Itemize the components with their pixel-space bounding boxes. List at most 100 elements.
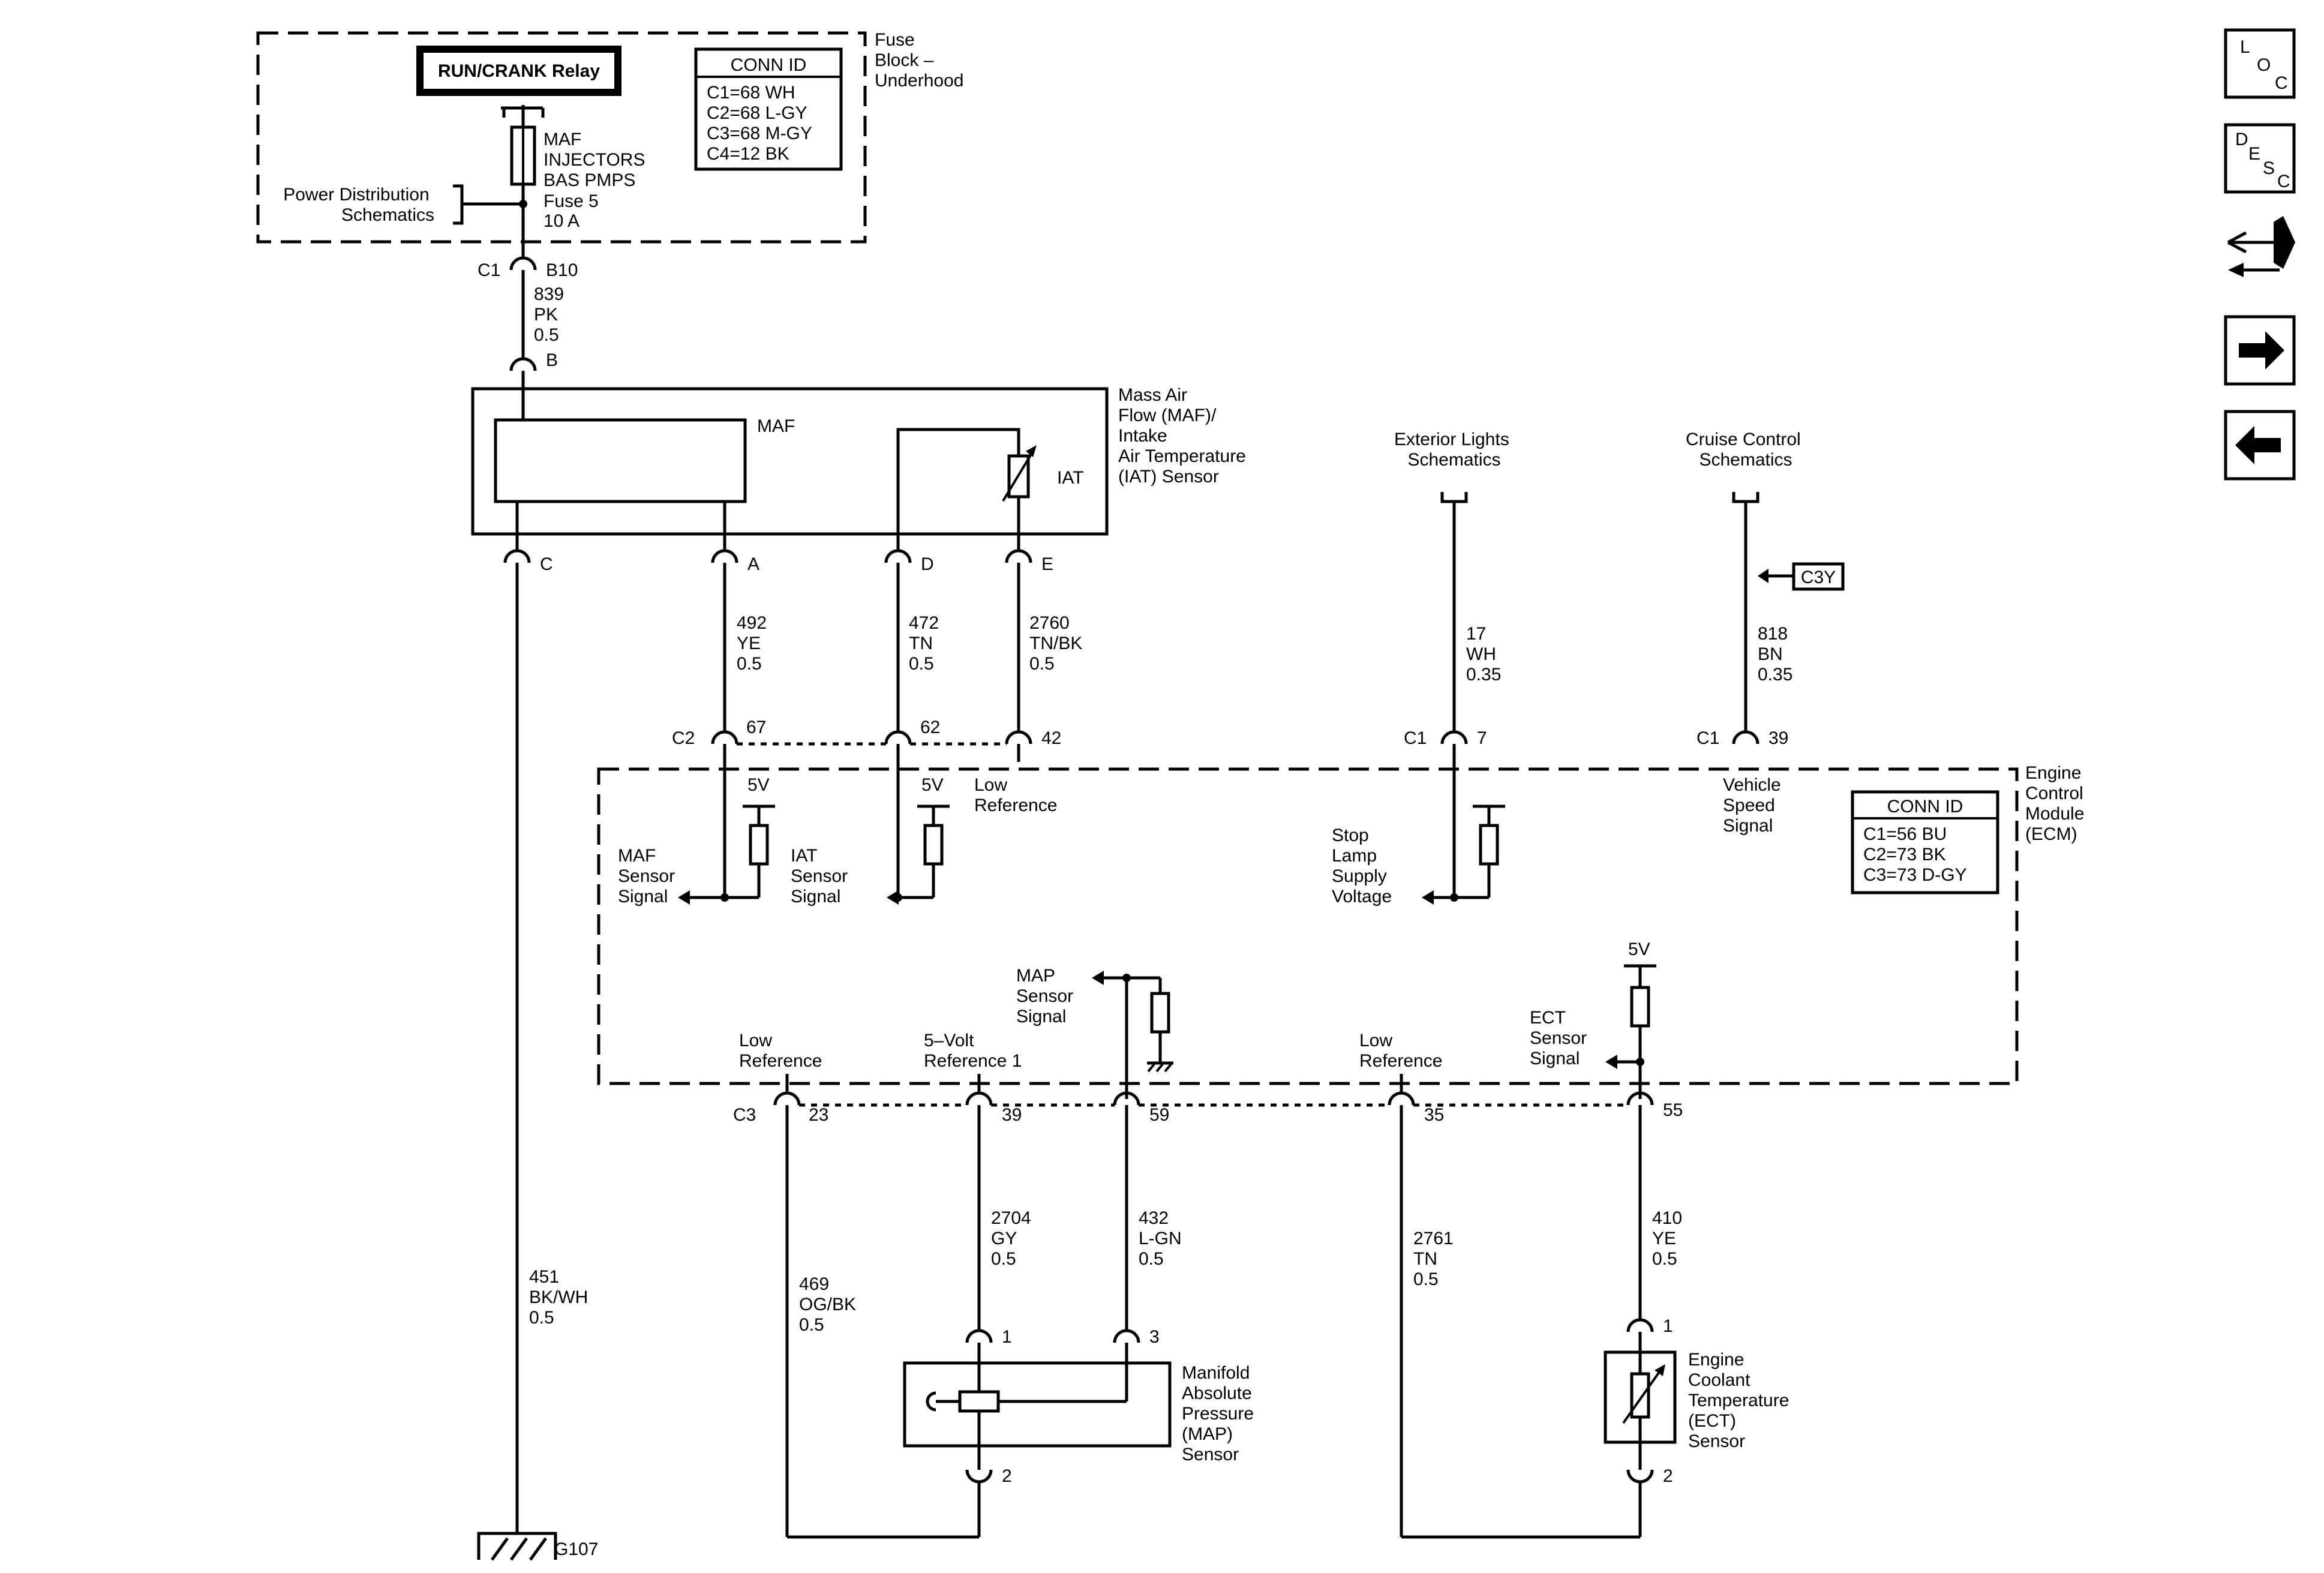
pin-label: 55 bbox=[1663, 1100, 1683, 1120]
fuse-block-title: Fuse Block – Underhood bbox=[875, 30, 963, 91]
fuse-5-label: MAF INJECTORS BAS PMPS Fuse 5 10 A bbox=[544, 130, 650, 231]
5v-label: 5V bbox=[747, 775, 770, 795]
loc-letter: L bbox=[2240, 37, 2250, 57]
5v-label: 5V bbox=[921, 775, 944, 795]
ecm-title: Engine Control Module (ECM) bbox=[2025, 763, 2089, 844]
map-element bbox=[958, 1390, 1000, 1413]
wire-label-469: 469 OG/BK 0.5 bbox=[799, 1274, 861, 1335]
pin-label: 1 bbox=[1663, 1316, 1673, 1336]
wire-label-432: 432 L-GN 0.5 bbox=[1139, 1208, 1187, 1269]
iat-label: IAT bbox=[1057, 468, 1083, 488]
loc-button[interactable]: L O C bbox=[2224, 28, 2296, 99]
ecm-connector-c2: C2 67 62 42 bbox=[672, 718, 1061, 748]
wire-label-2761: 2761 TN 0.5 bbox=[1413, 1229, 1458, 1289]
maf-sensor-signal-label: MAF Sensor Signal bbox=[618, 846, 680, 906]
c3y-reference: C3Y bbox=[1758, 562, 1845, 591]
conn-id-title: CONN ID bbox=[1887, 797, 1963, 816]
connector-label: C1 bbox=[1404, 728, 1427, 748]
conn-id-row: C4=12 BK bbox=[707, 144, 789, 164]
wire-label-492: 492 YE 0.5 bbox=[737, 613, 771, 674]
map-sensor-title: Manifold Absolute Pressure (MAP) Sensor bbox=[1182, 1363, 1259, 1464]
pin-label: 67 bbox=[746, 718, 766, 737]
ect-sensor: 1 2 Engine Coolant Temperature (ECT) Sen… bbox=[1604, 1316, 1794, 1537]
maf-element bbox=[494, 418, 747, 503]
map-sensor-signal-label: MAP Sensor Signal bbox=[1016, 966, 1078, 1026]
map-sensor: 1 3 2 Manifold Absolute Pressure (MAP) S… bbox=[903, 1327, 1259, 1537]
pin-label: 2 bbox=[1002, 1466, 1012, 1486]
connector-label: C3 bbox=[733, 1105, 756, 1125]
wire-label-818: 818 BN 0.35 bbox=[1758, 624, 1792, 685]
vehicle-speed-signal-label: Vehicle Speed Signal bbox=[1723, 775, 1786, 836]
loc-letter: O bbox=[2257, 55, 2271, 75]
ecm-outline bbox=[597, 767, 2019, 1085]
nav-toolbar: L O C D E S C bbox=[2220, 28, 2300, 481]
connector-label: C1 bbox=[478, 260, 500, 280]
conn-id-row: C2=68 L-GY bbox=[707, 103, 807, 123]
ground-label: G107 bbox=[554, 1539, 598, 1559]
pin-label: 42 bbox=[1041, 728, 1061, 748]
terminal-label: B10 bbox=[546, 260, 578, 280]
maf-connector-pins: C A D E bbox=[503, 534, 1053, 574]
pin-label: C bbox=[540, 554, 553, 574]
connector-label: C1 bbox=[1697, 728, 1719, 748]
maf-iat-sensor: MAF IAT Mass Air Flow (MAF)/ Intake Air … bbox=[471, 385, 1246, 536]
pin-label: 39 bbox=[1002, 1105, 1022, 1125]
pin-label: 23 bbox=[809, 1105, 828, 1125]
wire-label-451: 451 BK/WH 0.5 bbox=[529, 1267, 593, 1328]
ect-thermistor bbox=[1630, 1372, 1650, 1419]
ground-g107-icon bbox=[477, 1532, 557, 1561]
low-reference-label: Low Reference bbox=[739, 1031, 822, 1071]
pin-label: A bbox=[747, 554, 759, 574]
conn-id-row: C3=68 M-GY bbox=[707, 124, 812, 143]
5v-label: 5V bbox=[1628, 939, 1650, 959]
exterior-lights-ref: Exterior Lights Schematics bbox=[1394, 430, 1514, 470]
power-distribution-ref: Power Distribution Schematics bbox=[283, 185, 434, 225]
iat-sensor-signal-label: IAT Sensor Signal bbox=[791, 846, 852, 906]
wire-label-839: 839 PK 0.5 bbox=[534, 284, 569, 345]
run-crank-relay-box bbox=[416, 46, 621, 96]
stop-lamp-supply-label: Stop Lamp Supply Voltage bbox=[1332, 825, 1392, 906]
wire-label-2760: 2760 TN/BK 0.5 bbox=[1029, 613, 1088, 674]
chassis-ground-icon bbox=[1147, 1061, 1173, 1073]
desc-letter: C bbox=[2277, 172, 2290, 191]
arrow-left-icon[interactable] bbox=[2224, 410, 2296, 481]
desc-letter: D bbox=[2235, 130, 2248, 149]
fuse-conn-id-table: CONN ID C1=68 WH C2=68 L-GY C3=68 M-GY C… bbox=[694, 47, 843, 171]
low-reference-label: Low Reference bbox=[974, 775, 1057, 815]
ecm-connector-c3: C3 23 39 59 35 55 bbox=[733, 1074, 1683, 1125]
desc-letter: E bbox=[2248, 144, 2260, 164]
wire-label-17: 17 WH 0.35 bbox=[1466, 624, 1501, 685]
conn-id-row: C1=68 WH bbox=[707, 83, 795, 103]
pin-label: 3 bbox=[1149, 1327, 1160, 1347]
pin-label: 62 bbox=[920, 718, 940, 737]
conn-id-row: C2=73 BK bbox=[1863, 845, 1946, 864]
connector-c1-b10 bbox=[509, 256, 537, 271]
fuse-block-outline bbox=[256, 31, 867, 244]
ect-sensor-signal-label: ECT Sensor Signal bbox=[1530, 1008, 1592, 1068]
wire-label-2704: 2704 GY 0.5 bbox=[991, 1208, 1036, 1269]
cruise-control-ref: Cruise Control Schematics bbox=[1686, 430, 1806, 470]
loc-letter: C bbox=[2275, 73, 2288, 93]
5v-reference-label: 5–Volt Reference 1 bbox=[924, 1031, 1022, 1071]
conn-id-row: C1=56 BU bbox=[1863, 824, 1947, 844]
conn-id-row: C3=73 D-GY bbox=[1863, 865, 1967, 885]
pin-label: B bbox=[546, 350, 558, 370]
low-reference-label: Low Reference bbox=[1359, 1031, 1442, 1071]
pin-label: 35 bbox=[1424, 1105, 1444, 1125]
maf-label: MAF bbox=[757, 416, 795, 436]
ecm: Engine Control Module (ECM) CONN ID C1=5… bbox=[597, 744, 2089, 1099]
ecm-conn-id-table: CONN ID C1=56 BU C2=73 BK C3=73 D-GY bbox=[1851, 790, 1999, 894]
arrow-right-icon[interactable] bbox=[2224, 315, 2296, 386]
connector-label: C2 bbox=[672, 728, 695, 748]
pin-label: 59 bbox=[1149, 1105, 1169, 1125]
pin-label: 1 bbox=[1002, 1327, 1012, 1347]
pin-label: E bbox=[1041, 554, 1053, 574]
wire-label-472: 472 TN 0.5 bbox=[909, 613, 944, 674]
pin-label: D bbox=[921, 554, 934, 574]
connector-icon[interactable] bbox=[2220, 211, 2300, 293]
desc-button[interactable]: D E S C bbox=[2224, 123, 2296, 194]
ect-sensor-title: Engine Coolant Temperature (ECT) Sensor bbox=[1688, 1350, 1794, 1451]
fuse-block: Fuse Block – Underhood RUN/CRANK Relay C… bbox=[256, 30, 963, 255]
pin-label: 2 bbox=[1663, 1466, 1673, 1486]
